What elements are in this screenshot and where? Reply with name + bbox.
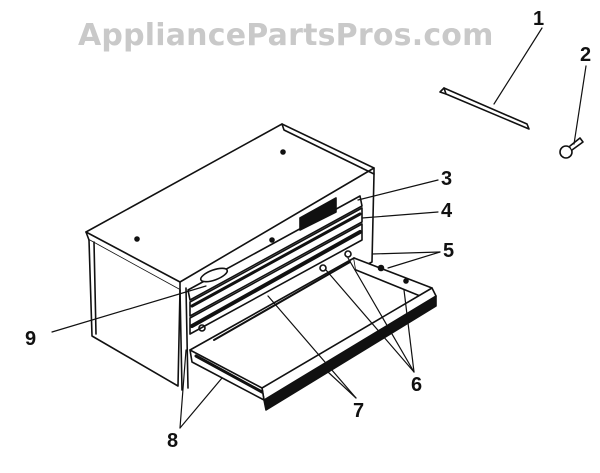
leader-lines (52, 28, 586, 428)
callout-8: 8 (167, 430, 179, 452)
upper-drawers (188, 196, 362, 334)
leader-6 (326, 270, 414, 372)
callout-7: 7 (353, 400, 365, 422)
callout-1: 1 (533, 8, 545, 30)
callout-5: 5 (443, 240, 455, 262)
leader-4 (362, 212, 438, 218)
part-handle-bar (440, 88, 529, 129)
callout-2: 2 (580, 44, 592, 66)
callout-3: 3 (441, 168, 453, 190)
leader-5 (372, 252, 440, 254)
leader-9 (52, 286, 206, 332)
leader-7 (268, 296, 356, 398)
leader-1 (494, 28, 542, 104)
callout-6: 6 (411, 374, 423, 396)
callout-9: 9 (25, 328, 37, 350)
part-screw (560, 138, 583, 158)
leader-8 (180, 350, 186, 428)
leader-3 (358, 180, 438, 200)
callout-4: 4 (441, 200, 453, 222)
watermark: AppliancePartsPros.com (78, 18, 494, 53)
leader-2 (574, 66, 586, 144)
cabinet-body (86, 124, 374, 390)
